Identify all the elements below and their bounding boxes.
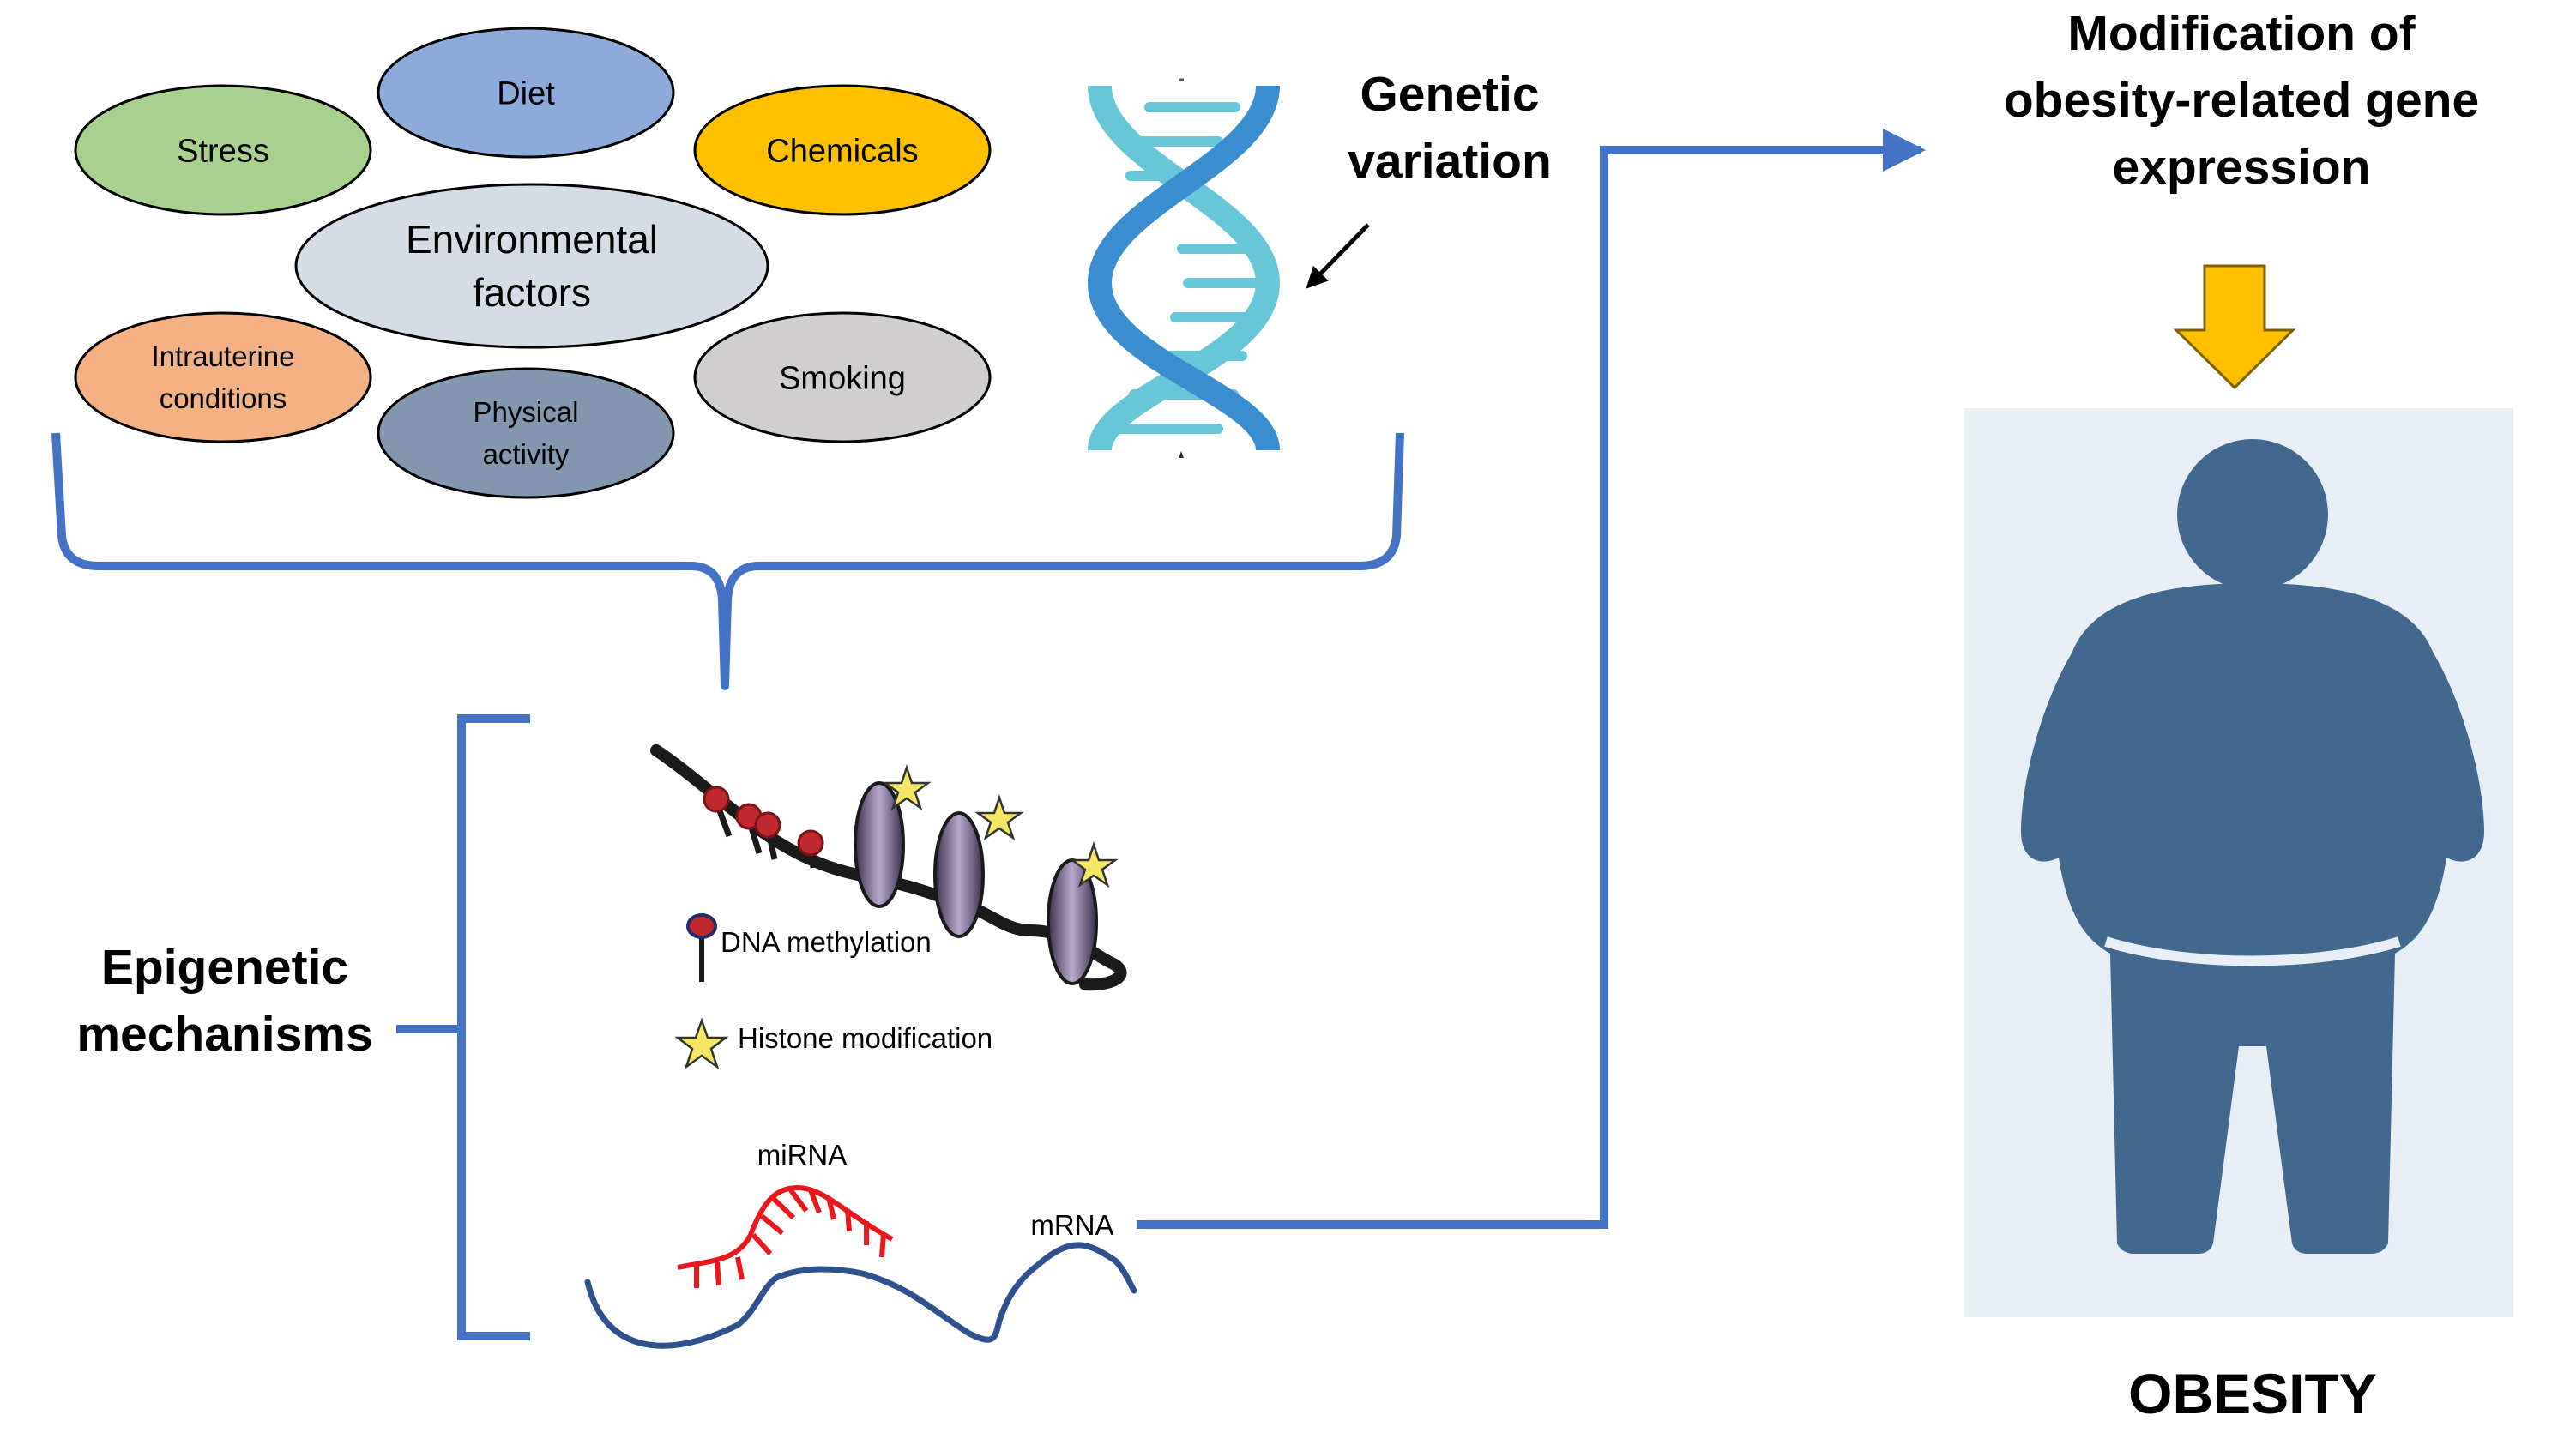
mirna-strand [677,1184,894,1288]
text-line: Intrauterine [152,340,295,372]
factor-intrauterine: Intrauterine conditions [74,311,372,443]
epigenetic-bracket [457,714,530,1340]
environmental-factors-shape [294,183,769,349]
obese-person-icon [2021,439,2484,1254]
histone-modification-label: Histone modification [738,1022,992,1054]
obesity-label: OBESITY [2128,1362,2377,1425]
nucleosomes [854,781,1098,985]
factor-smoking-label: Smoking [779,360,906,396]
factor-physical-activity: Physical activity [377,367,675,499]
mrna-label: mRNA [1030,1209,1113,1241]
waist-line [2104,936,2401,966]
text-line: activity [483,438,570,470]
genetic-variation: Genetic variation [1306,67,1552,289]
factor-diet-label: Diet [497,75,555,111]
rna-illustration: miRNA mRNA [584,1139,1137,1349]
text-line: Smoking [779,360,906,396]
factor-stress-shape [74,84,372,216]
factor-chemicals-shape [693,84,992,216]
obesity-panel [1964,408,2513,1317]
main-connector-arrow [1137,129,1926,1229]
factor-chemicals-label: Chemicals [766,133,918,169]
text-line: factors [473,270,591,315]
mirna-label: miRNA [757,1139,848,1171]
factor-intrauterine-label: Intrauterine conditions [152,340,295,414]
text-line: Stress [177,133,269,169]
methylation-legend: DNA methylation [686,913,932,982]
epigenetic-mechanisms-label: Epigenetic mechanisms [76,940,372,1062]
factor-stress: Stress [74,84,372,216]
factor-physical-activity-shape [377,367,675,499]
text-line: Genetic [1360,67,1539,122]
factor-physical-activity-label: Physical activity [474,396,579,470]
environmental-factors-center: Environmental factors [294,183,769,349]
factor-diet-shape [377,27,675,159]
text-line: mechanisms [76,1007,372,1062]
factor-stress-label: Stress [177,133,269,169]
text-line: Modification of [2067,6,2416,61]
methyl-groups [703,786,824,869]
text-line: expression [2113,140,2371,195]
text-line: Physical [474,396,579,428]
text-line: Chemicals [766,133,918,169]
factor-diet: Diet [377,27,675,159]
factor-smoking-shape [693,311,992,443]
mrna-strand [584,1242,1137,1349]
chromatin-illustration [650,744,1127,991]
text-line: Environmental [406,217,658,262]
text-line: obesity-related gene [2004,73,2479,128]
histone-legend: Histone modification [674,1017,992,1070]
environment-cluster: Stress Diet Chemicals Intrauterine condit… [74,27,992,499]
genetic-variation-label: Genetic variation [1348,67,1552,189]
dna-methylation-label: DNA methylation [721,926,932,958]
factor-smoking: Smoking [693,311,992,443]
modification-title: Modification of obesity-related gene expre… [2004,6,2479,195]
epigenetic-section: Epigenetic mechanisms [76,714,1137,1349]
factor-intrauterine-shape [74,311,372,443]
environmental-factors-label: Environmental factors [406,217,658,315]
histone-stars [882,764,1119,888]
genetic-arrow [1306,223,1370,289]
down-arrow-icon [2173,264,2296,390]
text-line: conditions [160,382,287,414]
text-line: Diet [497,75,555,111]
text-line: Epigenetic [101,940,348,995]
factor-chemicals: Chemicals [693,84,992,216]
environment-brace [51,432,1404,690]
dna-helix-icon [1087,78,1281,458]
text-line: variation [1348,134,1552,189]
